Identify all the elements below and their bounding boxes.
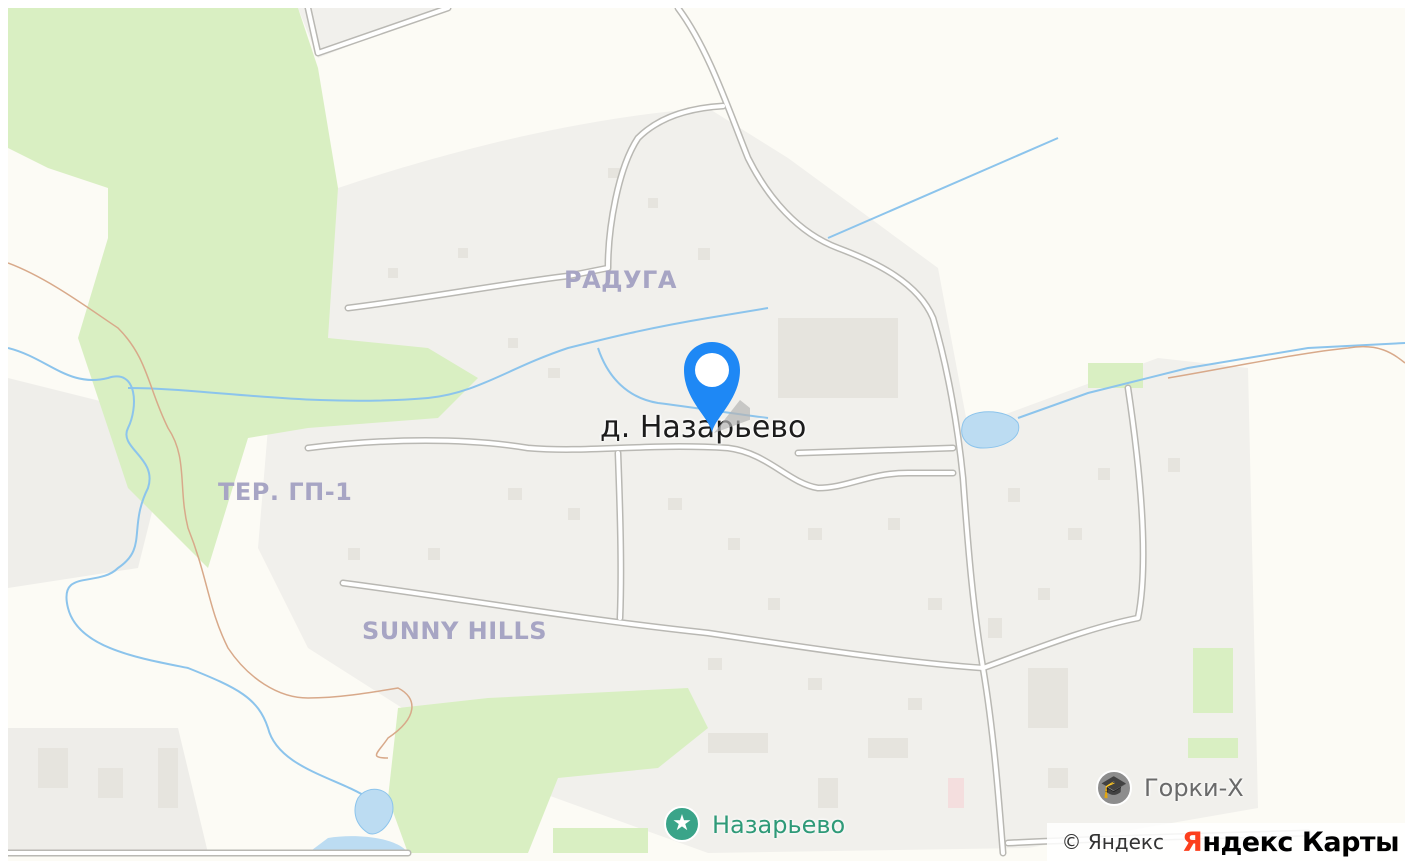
field-east-2: [1193, 648, 1233, 713]
location-pin-icon[interactable]: [680, 338, 750, 438]
star-icon[interactable]: ★: [664, 806, 700, 842]
pin-center: [695, 353, 729, 387]
waterways: [8, 137, 1405, 799]
graduation-cap-icon[interactable]: 🎓: [1096, 770, 1132, 806]
boundary-line: [8, 262, 413, 759]
brand-first-letter: Я: [1182, 826, 1203, 858]
residential-area-north: [258, 108, 1258, 853]
building-blocks: [38, 168, 1180, 808]
boundary-line-east: [1167, 345, 1405, 379]
field-south: [553, 828, 648, 853]
pond-east: [961, 411, 1020, 449]
area-label-ter-gp1: ТЕР. ГП-1: [218, 478, 353, 506]
field-east-3: [1188, 738, 1238, 758]
area-label-raduga: РАДУГА: [564, 266, 677, 294]
map-canvas[interactable]: [8, 8, 1405, 861]
copyright-link[interactable]: © Яндекс: [1061, 830, 1165, 854]
forest-northwest: [8, 8, 478, 568]
pond-southwest: [354, 788, 394, 835]
forest-south: [388, 688, 708, 853]
village-label[interactable]: д. Назарьево: [600, 410, 807, 445]
field-east-1: [1088, 363, 1143, 388]
brand-rest: ндекс Карты: [1202, 826, 1399, 858]
map-attribution: © Яндекс Яндекс Карты: [1047, 823, 1405, 861]
poi-label-nazarevo[interactable]: Назарьево: [712, 811, 846, 839]
pond-south: [308, 836, 408, 853]
poi-label-gorki-x[interactable]: Горки-Х: [1144, 774, 1244, 802]
yandex-maps-logo[interactable]: Яндекс Карты: [1182, 827, 1399, 858]
area-label-sunny-hills: SUNNY HILLS: [362, 617, 548, 645]
pin-shadow: [714, 400, 750, 433]
map-viewport[interactable]: РАДУГА ТЕР. ГП-1 SUNNY HILLS д. Назарьев…: [8, 8, 1405, 861]
